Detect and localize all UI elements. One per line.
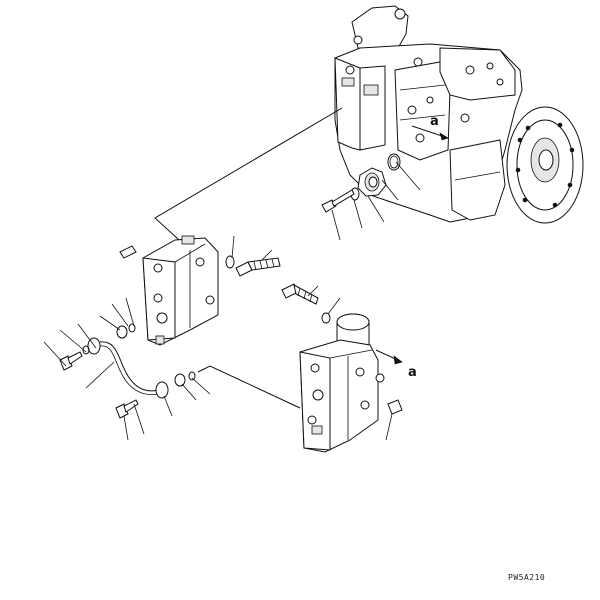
long-bolts	[235, 249, 341, 324]
connection-line-pump	[154, 107, 343, 251]
pipe-and-fittings	[43, 297, 211, 441]
drawing-code: PW5A210	[508, 573, 545, 582]
direction-label-a-lower: a	[408, 365, 417, 380]
direction-label-a-upper: a	[430, 114, 439, 129]
port-flange-and-seals	[321, 153, 421, 241]
solenoid-valve-block	[299, 313, 403, 453]
connection-line-lower	[197, 365, 301, 409]
left-valve-block	[119, 235, 235, 346]
